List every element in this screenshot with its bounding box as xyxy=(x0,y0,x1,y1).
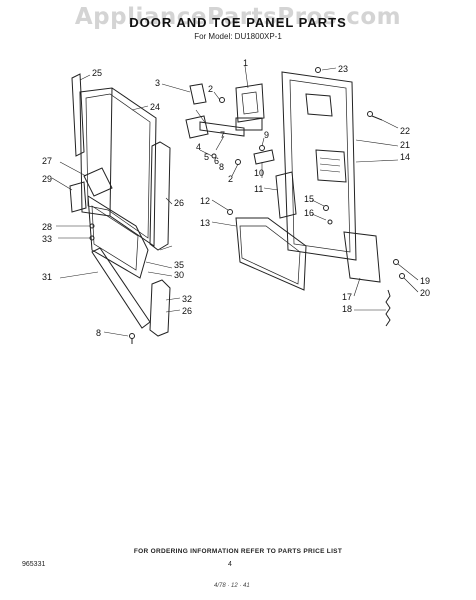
part-9-screw xyxy=(259,145,265,151)
part-13-toe-panel xyxy=(235,217,307,291)
part-32-trim-lower xyxy=(149,279,171,337)
callout-7: 7 xyxy=(220,130,225,140)
callout-15: 15 xyxy=(304,194,314,204)
part-24-outer-panel xyxy=(79,87,157,247)
callout-35: 35 xyxy=(174,260,184,270)
part-22-screw xyxy=(367,111,373,117)
document-number: 965331 xyxy=(22,561,46,568)
print-stamp: 4/78 · 12 · 41 xyxy=(214,583,250,589)
callout-13: 13 xyxy=(200,218,210,228)
part-15-screw xyxy=(323,205,329,211)
callout-11: 11 xyxy=(254,184,263,194)
callout-labels: 1 2 2 3 4 5 6 7 8 8 9 10 11 12 13 14 15 … xyxy=(42,58,430,338)
part-25-strip xyxy=(71,73,85,157)
callout-23: 23 xyxy=(338,64,348,74)
part-30-lower-door xyxy=(87,195,149,279)
part-24-inner-edge xyxy=(85,93,151,239)
callout-5: 5 xyxy=(204,152,209,162)
part-21-latch xyxy=(305,93,333,117)
part-3-hinge-block xyxy=(189,83,207,105)
callout-18: 18 xyxy=(342,304,352,314)
callout-24: 24 xyxy=(150,102,160,112)
part-8-screw xyxy=(129,333,135,339)
callout-32: 32 xyxy=(182,294,192,304)
callout-4: 4 xyxy=(196,142,201,152)
callout-26-upper: 26 xyxy=(174,198,184,208)
ordering-info-footer: FOR ORDERING INFORMATION REFER TO PARTS … xyxy=(133,548,343,555)
callout-2-lower: 2 xyxy=(228,174,233,184)
callout-3: 3 xyxy=(155,78,160,88)
part-31-long-strip xyxy=(91,247,151,329)
callout-1: 1 xyxy=(243,58,248,68)
callout-33: 33 xyxy=(42,234,52,244)
diagram-title: DOOR AND TOE PANEL PARTS xyxy=(129,15,347,30)
part-14-inner-panel xyxy=(281,71,357,261)
part-12-screw xyxy=(227,209,233,215)
callout-20: 20 xyxy=(420,288,430,298)
part-11-bracket xyxy=(275,171,297,219)
callout-2: 2 xyxy=(208,84,213,94)
part-19-screw xyxy=(393,259,399,265)
callout-8-bottom: 8 xyxy=(96,328,101,338)
part-26-trim-upper xyxy=(149,141,171,251)
callout-27: 27 xyxy=(42,156,52,166)
callout-19: 19 xyxy=(420,276,430,286)
callout-16: 16 xyxy=(304,208,314,218)
callout-10: 10 xyxy=(254,168,264,178)
part-2-screw-upper xyxy=(219,97,225,103)
callout-26-lower: 26 xyxy=(182,306,192,316)
page-number: 4 xyxy=(228,561,232,568)
callout-25: 25 xyxy=(92,68,102,78)
callout-31: 31 xyxy=(42,272,52,282)
callout-6: 6 xyxy=(214,156,219,166)
callout-14: 14 xyxy=(400,152,410,162)
callout-21: 21 xyxy=(400,140,410,150)
callout-29: 29 xyxy=(42,174,52,184)
callout-12: 12 xyxy=(200,196,210,206)
part-5-link xyxy=(185,115,209,139)
part-14-vent xyxy=(315,149,347,183)
callout-30: 30 xyxy=(174,270,184,280)
leader-lines xyxy=(51,65,419,337)
part-17-bracket xyxy=(343,231,381,283)
part-2-screw-lower xyxy=(235,159,241,165)
part-27-panel-edge xyxy=(83,167,113,197)
part-23-screw xyxy=(315,67,321,73)
part-16-screw xyxy=(327,219,333,225)
callout-8-middle: 8 xyxy=(219,162,224,172)
part-18-spring xyxy=(385,289,391,327)
part-6-link-bar xyxy=(199,121,245,137)
part-20-screw xyxy=(399,273,405,279)
watermark: AppliancePartsPros.com xyxy=(74,4,402,30)
callout-28: 28 xyxy=(42,222,52,232)
part-10-clip xyxy=(253,149,275,165)
callout-9: 9 xyxy=(264,130,269,140)
callout-22: 22 xyxy=(400,126,410,136)
model-subtitle: For Model: DU1800XP-1 xyxy=(194,32,282,41)
part-7-bracket xyxy=(235,117,263,131)
callout-17: 17 xyxy=(342,292,352,302)
part-29-bracket xyxy=(69,181,87,213)
part-1-hinge-arm xyxy=(235,83,265,123)
